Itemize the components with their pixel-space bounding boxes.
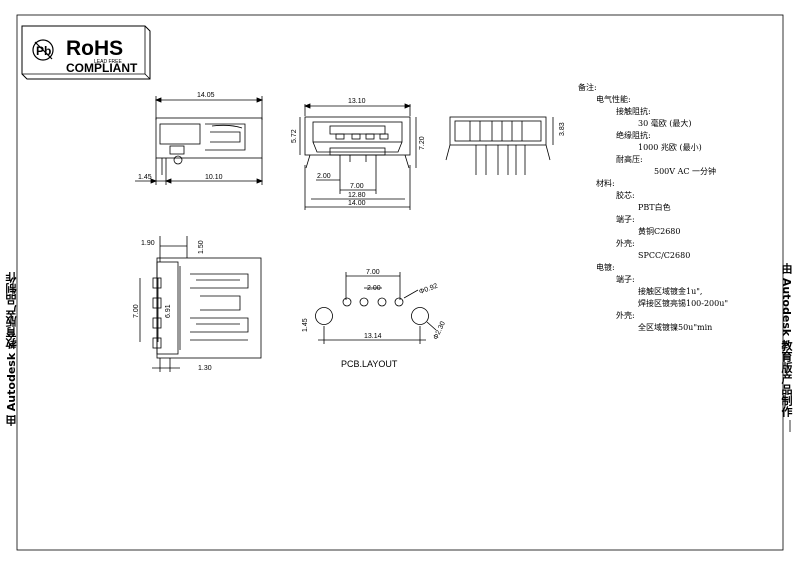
notes-material: 材料: — [596, 179, 615, 188]
right-view — [445, 116, 554, 175]
pcb-hole-2 — [359, 297, 369, 307]
notes-plating-terminal-v1: 接触区域镀金1u", — [638, 287, 703, 296]
watermark-right: 由 Autodesk 教育版产品制作 — [780, 263, 793, 418]
notes-terminal-label: 端子: — [616, 215, 635, 224]
rohs-title: RoHS — [66, 37, 123, 60]
dim-pcb-inner: 2.00 — [367, 285, 381, 292]
side-view — [135, 96, 264, 185]
dim-side-right: 10.10 — [205, 174, 223, 181]
rohs-lead-free: LEAD FREE — [94, 59, 122, 65]
notes-contact-res-value: 30 毫欧 (最大) — [638, 119, 692, 128]
pcb-layout — [315, 272, 437, 344]
notes-terminal-value: 黄铜C2680 — [638, 227, 681, 236]
dim-pcb-peg: Φ2.30 — [432, 320, 447, 340]
dim-front-wide: 12.80 — [348, 192, 366, 199]
notes-plating-terminal-v2: 焊接区镀亮锡100-200u" — [638, 299, 729, 308]
dim-front-top: 13.10 — [348, 98, 366, 105]
rohs-compliant: COMPLIANT — [66, 61, 138, 75]
notes-insul-res-value: 1000 兆欧 (最小) — [638, 143, 702, 152]
dim-right-height: 3.83 — [559, 122, 566, 136]
pcb-peg-left — [315, 307, 333, 325]
dim-front-pitch: 2.00 — [317, 173, 331, 180]
top-view — [139, 236, 262, 372]
rohs-logo: Pb RoHS LEAD FREE COMPLIANT — [21, 25, 151, 80]
notes-insul-res-label: 绝缘阻抗: — [616, 131, 651, 140]
notes-withstand-value: 500V AC 一分钟 — [654, 167, 717, 176]
dim-side-width: 14.05 — [197, 92, 215, 99]
dim-front-height: 5.72 — [291, 129, 298, 143]
pcb-layout-title: PCB.LAYOUT — [341, 359, 398, 369]
dim-front-inner: 7.00 — [350, 183, 364, 190]
dim-side-left: 1.45 — [138, 174, 152, 181]
dim-front-overall: 14.00 — [348, 200, 366, 207]
notes-electrical: 电气性能: — [596, 95, 631, 104]
notes-title: 备注: — [578, 83, 597, 92]
dim-pcb-hole: Φ0.92 — [418, 283, 439, 296]
dim-pcb-span: 13.14 — [364, 333, 382, 340]
notes-shell-value: SPCC/C2680 — [638, 251, 691, 260]
dim-top-a: 1.90 — [141, 240, 155, 247]
notes-plating-shell-label: 外壳: — [616, 311, 635, 320]
dim-pcb-outer: 7.00 — [366, 269, 380, 276]
notes-block: 备注: 电气性能: 接触阻抗: 30 毫欧 (最大) 绝缘阻抗: 1000 兆欧… — [578, 82, 728, 334]
notes-shell-label: 外壳: — [616, 239, 635, 248]
watermark-left: 由 Autodesk 教育版产品制作 — [5, 272, 18, 427]
rohs-mark-icon — [32, 39, 54, 61]
dim-top-b: 1.50 — [198, 240, 205, 254]
notes-plating-terminal-label: 端子: — [616, 275, 635, 284]
pcb-hole-3 — [377, 297, 387, 307]
notes-housing-label: 胶芯: — [616, 191, 635, 200]
dim-top-e: 1.30 — [198, 365, 212, 372]
notes-withstand-label: 耐高压: — [616, 155, 643, 164]
dim-top-d: 6.91 — [165, 304, 172, 318]
notes-housing-value: PBT白色 — [638, 203, 671, 212]
front-view — [299, 103, 417, 210]
dim-front-right: 7.20 — [419, 136, 426, 150]
notes-plating: 电镀: — [596, 263, 615, 272]
dim-pcb-offset: 1.45 — [302, 318, 309, 332]
notes-contact-res-label: 接触阻抗: — [616, 107, 651, 116]
pcb-peg-right — [411, 307, 429, 325]
pcb-hole-1 — [342, 297, 352, 307]
pcb-hole-4 — [394, 297, 404, 307]
notes-plating-shell-value: 全区域镀镍50u"min — [638, 323, 713, 332]
dim-top-c: 7.00 — [133, 304, 140, 318]
